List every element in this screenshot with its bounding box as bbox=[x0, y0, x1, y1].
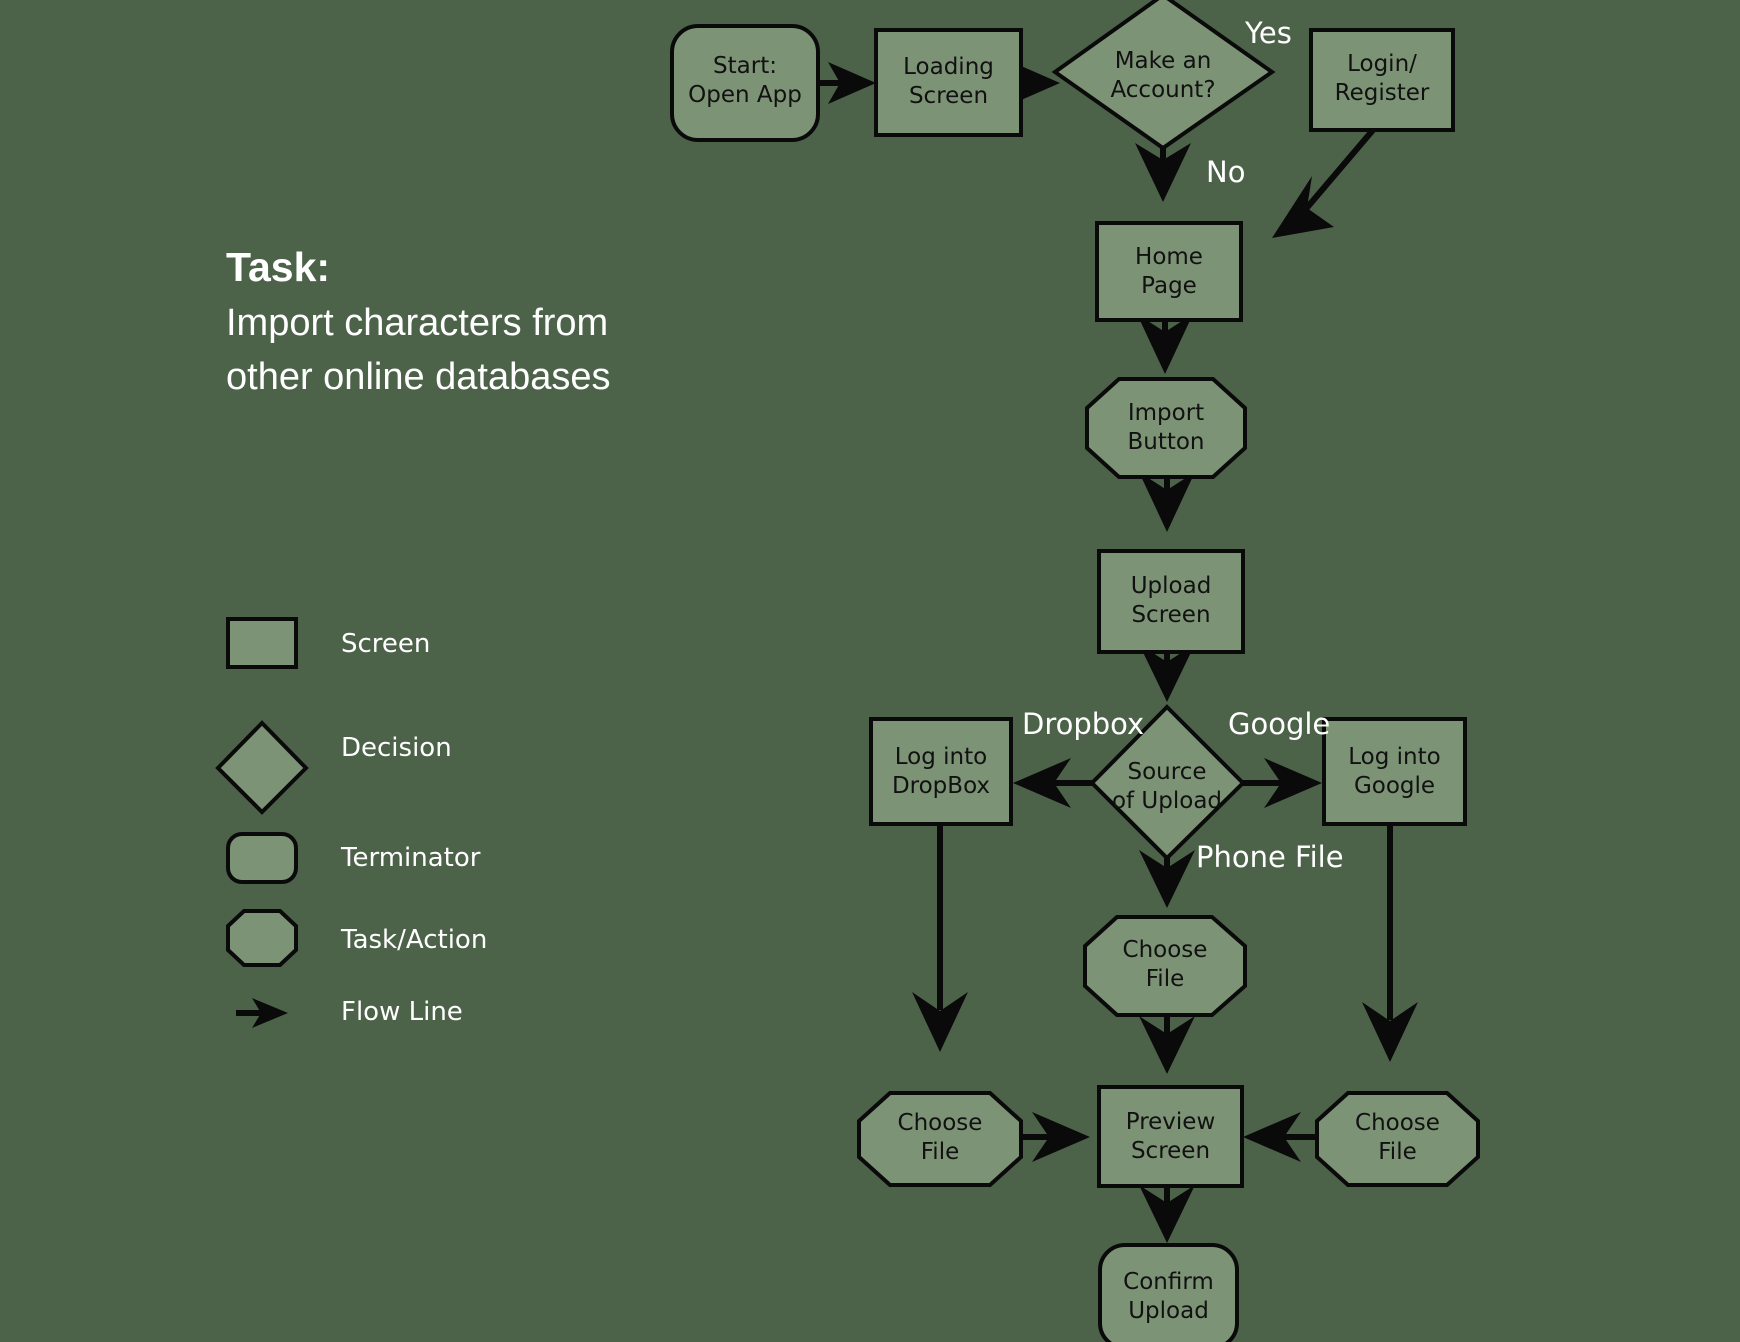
edge-label-yes: Yes bbox=[1245, 16, 1292, 50]
legend-label-screen: Screen bbox=[341, 629, 431, 659]
node-log-into-google[interactable] bbox=[1322, 717, 1467, 826]
flowline-choosephone-to-preview bbox=[1139, 1015, 1195, 1074]
edge-label-no: No bbox=[1206, 155, 1246, 189]
flowline-decision-to-home bbox=[1135, 143, 1191, 202]
legend-icon-decision bbox=[215, 720, 309, 815]
legend-icon-flow-line bbox=[236, 998, 288, 1028]
node-make-account[interactable] bbox=[1051, 0, 1276, 151]
node-confirm-upload[interactable] bbox=[1098, 1243, 1239, 1342]
legend-label-task-action: Task/Action bbox=[341, 925, 488, 955]
flowline-dropbox-to-choose bbox=[912, 824, 968, 1052]
legend-label-terminator: Terminator bbox=[341, 843, 481, 873]
flowline-home-to-import bbox=[1137, 314, 1193, 374]
node-import-button[interactable] bbox=[1085, 377, 1247, 479]
node-start[interactable] bbox=[670, 24, 820, 142]
node-upload-screen[interactable] bbox=[1097, 549, 1245, 654]
legend-icon-task-action bbox=[226, 909, 298, 967]
node-login-register[interactable] bbox=[1309, 28, 1455, 132]
task-heading: Task: bbox=[226, 244, 331, 290]
edge-label-phone-file: Phone File bbox=[1196, 840, 1344, 874]
node-home-page[interactable] bbox=[1095, 221, 1243, 322]
legend-label-flow-line: Flow Line bbox=[341, 997, 463, 1027]
flowline-preview-to-confirm bbox=[1139, 1185, 1195, 1243]
node-loading-screen[interactable] bbox=[874, 28, 1023, 137]
flowline-login-to-home bbox=[1272, 128, 1376, 238]
node-source-of-upload[interactable] bbox=[1089, 704, 1246, 861]
flowline-source-to-dropbox bbox=[1013, 758, 1092, 808]
flowline-import-to-upload bbox=[1139, 472, 1195, 532]
node-choose-file-google[interactable] bbox=[1315, 1091, 1480, 1187]
flowline-google-to-choose bbox=[1362, 824, 1418, 1062]
edge-label-google: Google bbox=[1228, 707, 1331, 741]
flowline-loading-to-decision bbox=[1012, 62, 1060, 104]
flowline-choosedropbox-to-preview bbox=[1019, 1112, 1090, 1162]
flowline-choosegoogle-to-preview bbox=[1243, 1112, 1318, 1162]
node-choose-file-dropbox[interactable] bbox=[857, 1091, 1023, 1187]
node-log-into-dropbox[interactable] bbox=[869, 717, 1013, 826]
node-choose-file-phone[interactable] bbox=[1083, 915, 1247, 1017]
legend-label-decision: Decision bbox=[341, 733, 452, 763]
flowline-source-to-google bbox=[1243, 758, 1322, 808]
task-body: Import characters from other online data… bbox=[226, 302, 611, 398]
task-block: Task: Import characters from other onlin… bbox=[226, 240, 746, 404]
node-preview-screen[interactable] bbox=[1097, 1085, 1244, 1188]
edge-label-dropbox: Dropbox bbox=[1022, 707, 1145, 741]
legend-icon-terminator bbox=[226, 832, 298, 884]
legend-icon-screen bbox=[226, 617, 298, 669]
flowline-upload-to-source bbox=[1139, 644, 1195, 702]
